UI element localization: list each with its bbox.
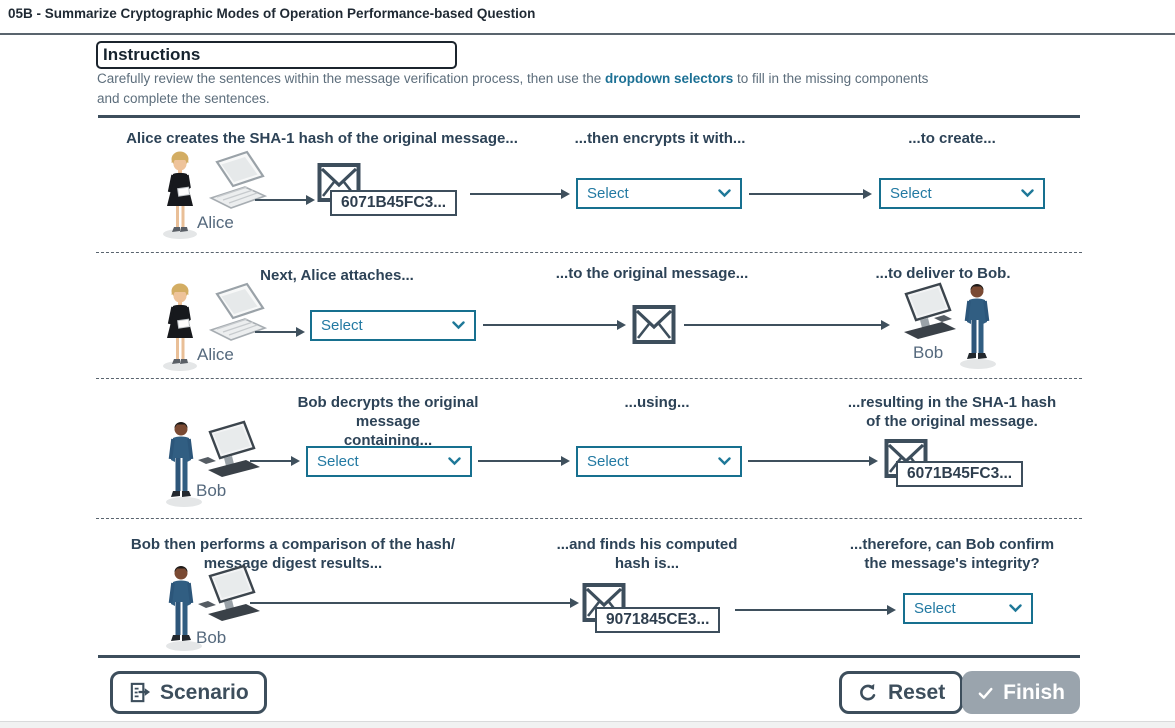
actor-label: Bob (196, 481, 227, 500)
page-bottom-strip (0, 721, 1175, 728)
scenario-button-label: Scenario (160, 680, 249, 704)
actor-label: Alice (197, 213, 234, 232)
hash-value-box: 6071B45FC3... (896, 461, 1024, 487)
row1-encrypt-select[interactable]: Select (576, 178, 742, 209)
select-value: Select (317, 453, 359, 470)
reset-button-label: Reset (888, 680, 946, 704)
flow-arrow (684, 320, 890, 330)
flow-arrow (255, 327, 305, 337)
envelope-icon (884, 439, 928, 478)
flow-arrow (735, 605, 896, 615)
reset-button[interactable]: Reset (839, 671, 964, 714)
chevron-down-icon (1021, 189, 1034, 198)
flow-arrow (250, 598, 579, 608)
reset-icon (860, 683, 876, 700)
row-separator (96, 378, 1082, 379)
instructions-text: Carefully review the sentences within th… (97, 71, 929, 107)
hash-value-box: 9071845CE3... (595, 607, 721, 633)
row1-header-1: Alice creates the SHA-1 hash of the orig… (126, 130, 518, 147)
finish-button[interactable]: Finish (962, 671, 1080, 714)
flow-arrow (250, 456, 300, 466)
row2-attach-select[interactable]: Select (310, 310, 476, 341)
chevron-down-icon (718, 189, 731, 198)
row4-header-1: Bob then performs a comparison of the ha… (130, 536, 456, 572)
chevron-down-icon (1009, 604, 1022, 613)
actor-label: Bob (913, 343, 944, 362)
row-separator (96, 252, 1082, 253)
row3-using-select[interactable]: Select (576, 446, 742, 477)
flow-arrow (749, 189, 872, 199)
scenario-button[interactable]: Scenario (110, 671, 267, 714)
chevron-down-icon (452, 321, 465, 330)
actor-label: Bob (196, 628, 227, 647)
flow-arrow (748, 456, 878, 466)
flow-arrow (470, 189, 570, 199)
row1-header-3: ...to create... (908, 130, 996, 147)
select-value: Select (914, 600, 956, 617)
diagram-top-rule (98, 115, 1080, 118)
hash-value-box: 6071B45FC3... (330, 190, 458, 216)
bob-figure (166, 564, 260, 651)
row-separator (96, 518, 1082, 519)
chevron-down-icon (718, 457, 731, 466)
select-value: Select (890, 185, 932, 202)
chevron-down-icon (448, 457, 461, 466)
row2-header-2: ...to the original message... (555, 265, 749, 282)
alice-figure (163, 150, 268, 239)
bob-figure (166, 420, 260, 507)
scenario-export-icon (130, 682, 151, 703)
finish-check-icon (978, 687, 993, 699)
dropdown-selectors-highlight: dropdown selectors (605, 71, 734, 86)
diagram-bottom-rule (98, 655, 1080, 658)
finish-button-label: Finish (1003, 680, 1065, 704)
flow-arrow (255, 195, 315, 205)
select-value: Select (587, 185, 629, 202)
flow-arrow (483, 320, 626, 330)
page-title: 05B - Summarize Cryptographic Modes of O… (8, 6, 536, 21)
flow-arrow (478, 456, 570, 466)
actor-label: Alice (197, 345, 234, 364)
row3-containing-select[interactable]: Select (306, 446, 472, 477)
row1-create-select[interactable]: Select (879, 178, 1045, 209)
row4-confirm-select[interactable]: Select (903, 593, 1033, 624)
row2-header-3: ...to deliver to Bob. (875, 265, 1011, 282)
title-divider (0, 33, 1175, 35)
select-value: Select (587, 453, 629, 470)
row1-header-2: ...then encrypts it with... (574, 130, 746, 147)
row3-header-2: ...using... (624, 394, 690, 411)
envelope-icon (632, 305, 676, 344)
instructions-heading: Instructions (96, 41, 457, 69)
row2-header-1: Next, Alice attaches... (260, 267, 414, 284)
alice-figure (163, 282, 268, 371)
select-value: Select (321, 317, 363, 334)
bob-figure (904, 282, 996, 369)
